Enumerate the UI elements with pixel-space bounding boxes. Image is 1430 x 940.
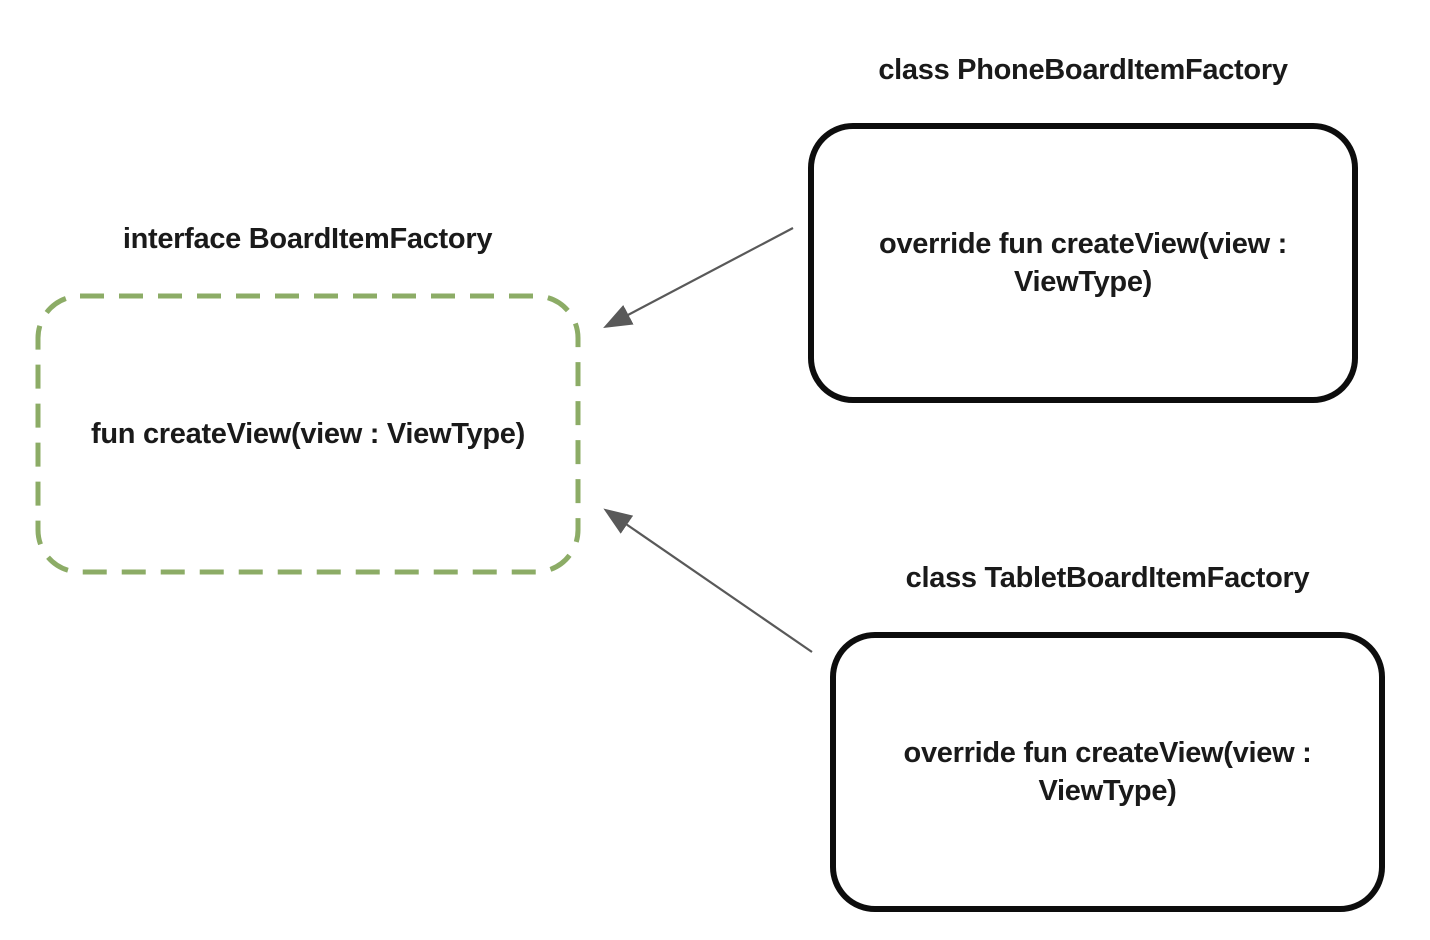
inheritance-arrow-phone [603, 227, 794, 329]
interface-method: fun createView(view : ViewType) [91, 418, 525, 450]
inheritance-arrow-tablet [603, 508, 813, 653]
class-title-phone: class PhoneBoardItemFactory [878, 54, 1288, 86]
interface-title: interface BoardItemFactory [122, 223, 493, 255]
class-box-phone: override fun createView(view : ViewType) [808, 123, 1358, 403]
class-title-tablet: class TabletBoardItemFactory [905, 562, 1310, 594]
class-box-tablet: override fun createView(view : ViewType) [830, 632, 1385, 912]
class-method-tablet: override fun createView(view : ViewType) [903, 737, 1312, 807]
class-method-phone: override fun createView(view : ViewType) [879, 228, 1287, 298]
interface-box: fun createView(view : ViewType) [38, 296, 578, 572]
